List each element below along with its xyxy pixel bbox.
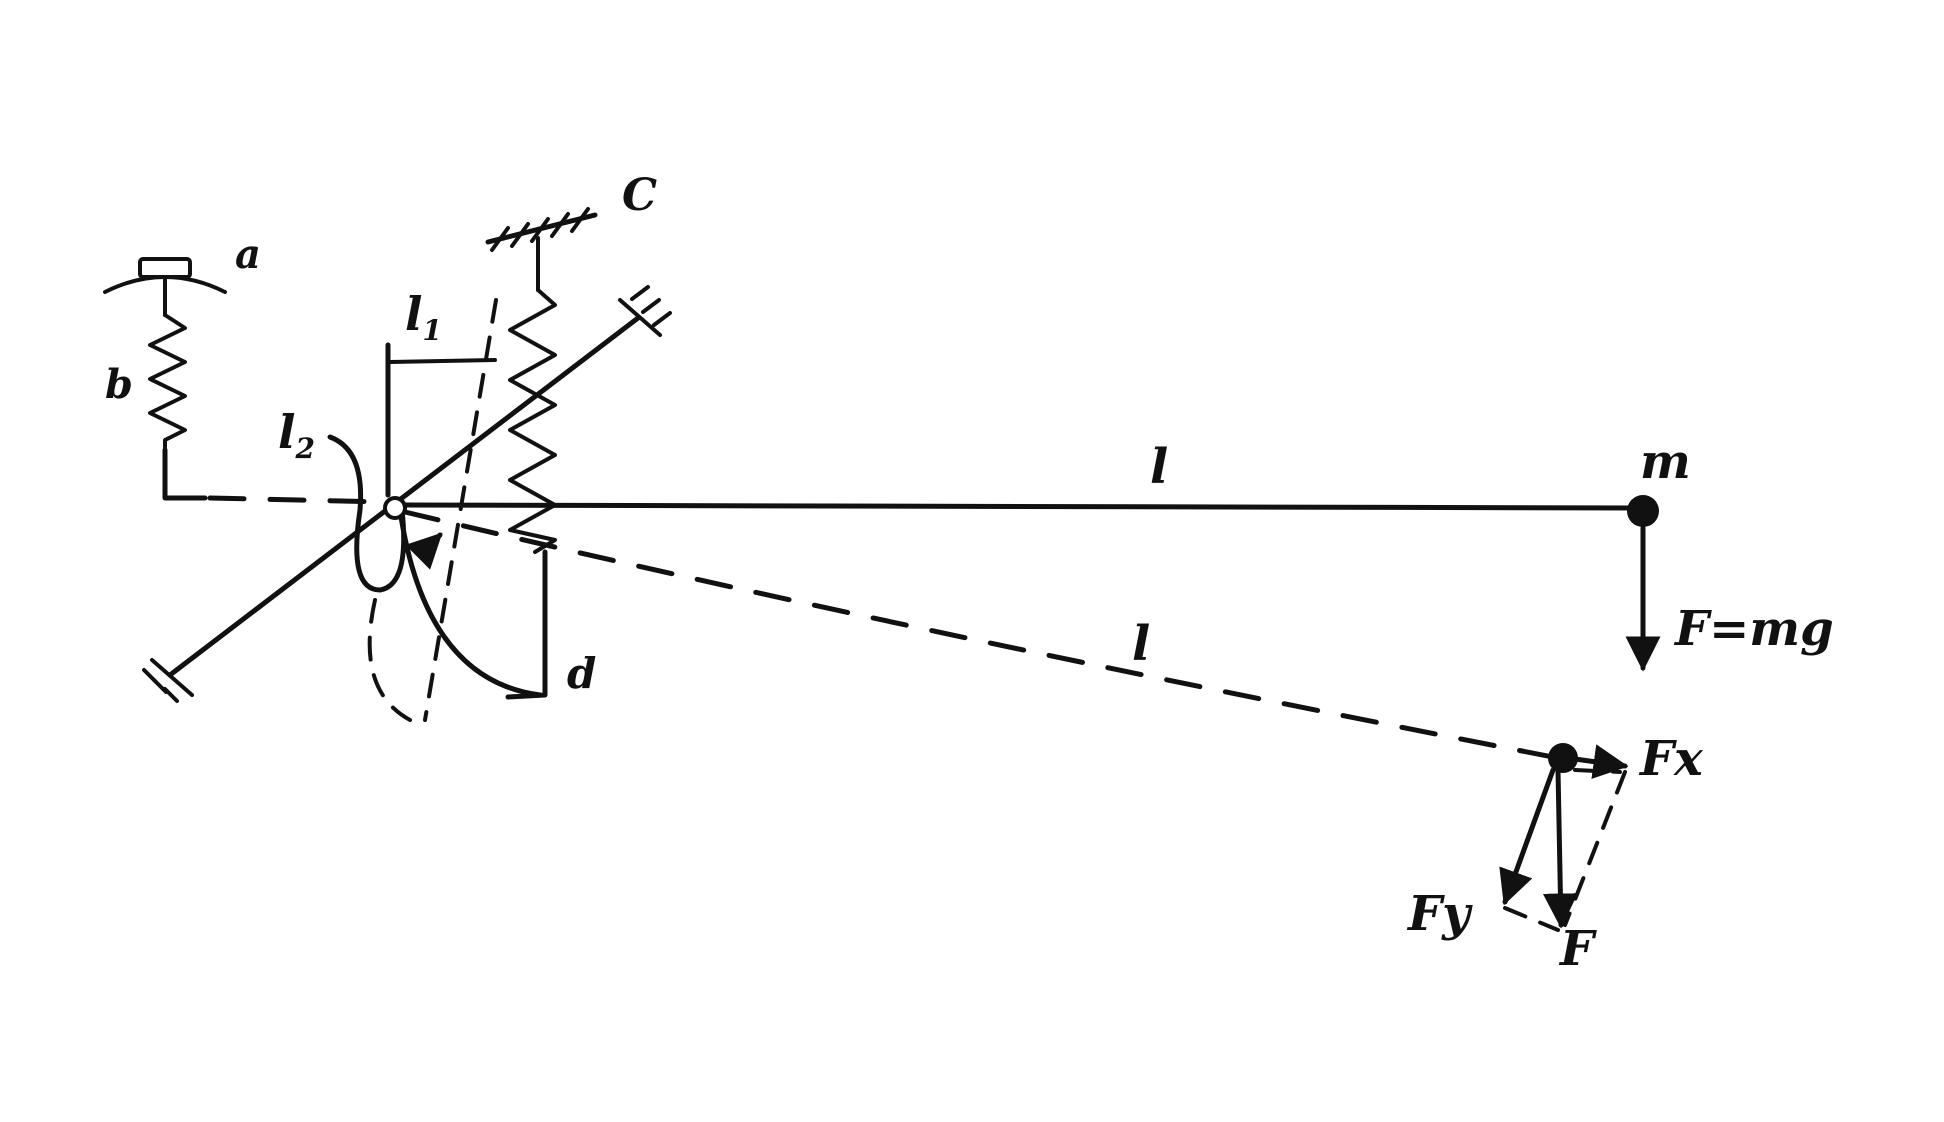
label-f-mg: F=mg	[1673, 601, 1834, 657]
spring-b-assembly	[103, 257, 227, 501]
curve-l2	[327, 434, 407, 593]
fx-top-dashed	[1573, 768, 1622, 774]
fy-f-closing	[1503, 906, 1560, 932]
dashed-link-b	[207, 495, 388, 505]
beam-line	[402, 502, 1643, 511]
label-l2: l2	[278, 405, 315, 465]
label-d: d	[567, 649, 596, 698]
mass-m	[1627, 495, 1659, 527]
mass-rotated	[1548, 743, 1578, 773]
beam-rotated	[402, 509, 1578, 773]
pivot-assembly	[327, 298, 543, 722]
label-l-bottom: l	[1132, 616, 1150, 672]
fx-f-closing	[1563, 770, 1627, 927]
force-decomposition	[1499, 744, 1629, 932]
fy-arrow	[1499, 767, 1556, 906]
lever-upper-hatch	[618, 285, 672, 337]
label-l-top: l	[1150, 439, 1168, 495]
spring-b-link	[162, 447, 208, 501]
rotation-arrow	[405, 532, 443, 570]
beam-rotated-line	[402, 509, 1561, 761]
spring-c-link	[505, 549, 548, 700]
curve-dashed-lower	[367, 598, 412, 722]
label-m: m	[1640, 434, 1691, 490]
label-fx: Fx	[1638, 731, 1704, 787]
f-arrow	[1542, 767, 1578, 929]
label-b: b	[105, 361, 133, 408]
spring-b	[148, 313, 187, 452]
beam-horizontal	[402, 495, 1661, 672]
label-c: C	[622, 170, 657, 221]
pivot-joint	[383, 496, 407, 520]
arm-displaced-dashed	[423, 298, 498, 722]
lever-lower-hatch	[142, 658, 194, 703]
spring-c	[508, 288, 557, 554]
label-l1: l1	[405, 287, 442, 347]
ground-c-hatch	[490, 207, 590, 252]
label-fy: Fy	[1406, 886, 1473, 942]
dim-l1-bar	[388, 358, 497, 364]
label-f: F	[1558, 921, 1597, 977]
fx-arrow	[1572, 744, 1629, 779]
adjust-knob	[138, 257, 192, 279]
curve-d	[397, 507, 543, 698]
lever-line	[167, 315, 641, 678]
label-a: a	[235, 231, 261, 278]
spring-c-assembly	[485, 207, 598, 700]
lever-arm	[142, 285, 672, 703]
